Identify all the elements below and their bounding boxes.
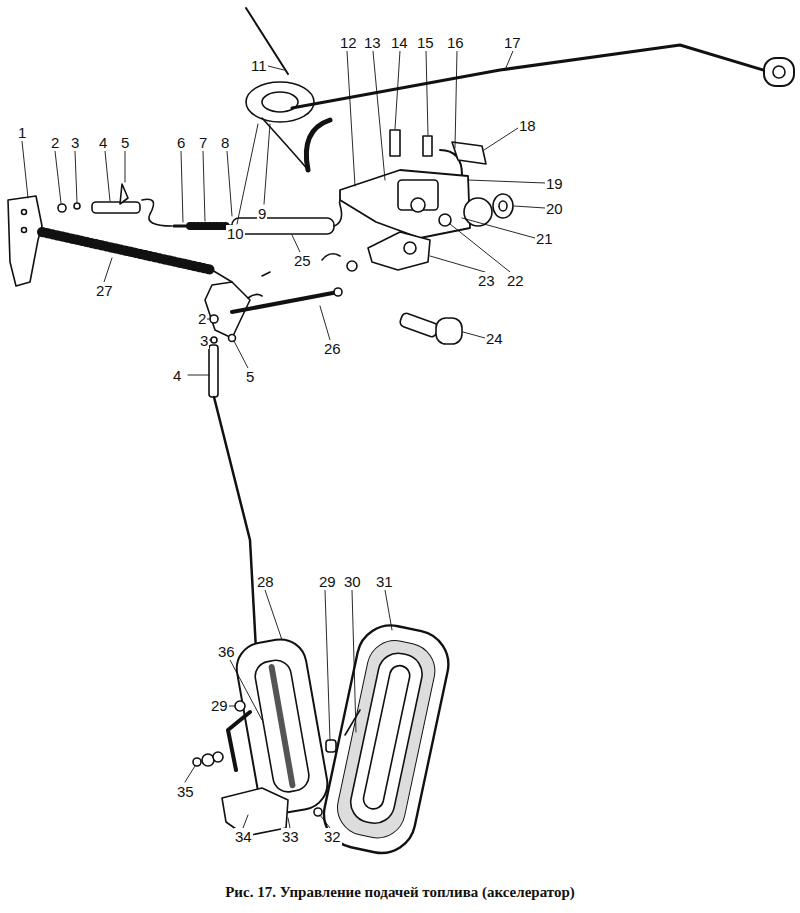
callout-number: 19 <box>545 175 564 192</box>
callout-number: 26 <box>323 340 342 357</box>
callout-number: 9 <box>257 205 267 222</box>
callout-number: 36 <box>217 643 236 660</box>
callout-number: 28 <box>256 573 275 590</box>
callout-number: 29 <box>210 697 229 714</box>
callout-number: 24 <box>485 330 504 347</box>
callout-number: 22 <box>506 272 525 289</box>
callout-number: 23 <box>477 272 496 289</box>
callout-number: 3 <box>70 134 80 151</box>
callout-number: 1 <box>17 124 27 141</box>
callout-number: 5 <box>120 134 130 151</box>
callout-number: 4 <box>98 134 108 151</box>
callout-number: 7 <box>198 134 208 151</box>
callout-number: 4 <box>172 367 182 384</box>
callout-number: 15 <box>416 34 435 51</box>
callout-number: 33 <box>281 828 300 845</box>
callout-number: 27 <box>95 282 114 299</box>
callout-number: 18 <box>518 117 537 134</box>
callout-number: 11 <box>250 57 268 74</box>
callout-number: 12 <box>339 34 358 51</box>
callout-number: 2 <box>50 134 60 151</box>
callout-number: 3 <box>199 332 209 349</box>
callout-number: 32 <box>323 828 342 845</box>
callout-number: 20 <box>545 200 564 217</box>
figure-caption: Рис. 17. Управление подачей топлива (акс… <box>0 884 800 901</box>
callout-number: 8 <box>220 134 230 151</box>
callout-number: 10 <box>226 225 245 242</box>
callout-number: 16 <box>446 34 465 51</box>
callout-number: 34 <box>234 828 253 845</box>
callout-number: 6 <box>176 134 186 151</box>
callout-number: 14 <box>390 34 409 51</box>
callout-number: 35 <box>176 783 195 800</box>
callout-number: 5 <box>245 368 255 385</box>
callout-number: 21 <box>535 230 554 247</box>
callout-number: 2 <box>197 310 207 327</box>
callout-number: 30 <box>343 573 362 590</box>
callout-number: 31 <box>375 573 394 590</box>
callout-number: 29 <box>318 573 337 590</box>
callout-number: 25 <box>293 252 312 269</box>
callout-number: 13 <box>363 34 382 51</box>
callout-number: 17 <box>503 34 522 51</box>
